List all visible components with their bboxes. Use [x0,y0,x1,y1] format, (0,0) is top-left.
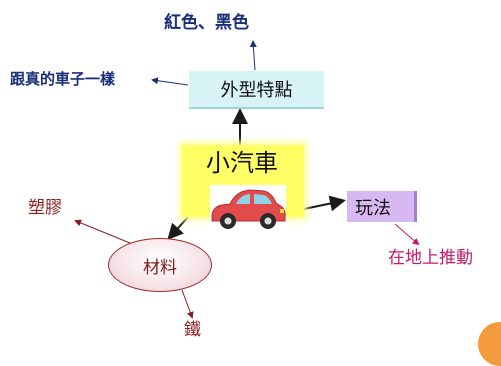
arrow-center-to-play [303,195,346,212]
material-node: 材料 [108,238,212,292]
material-node-label: 材料 [143,257,177,278]
play-node-label: 玩法 [355,197,391,219]
play-node: 玩法 [347,191,417,222]
appearance-node: 外型特點 [189,71,324,109]
arrow-material-to-iron [181,289,194,319]
appearance-realistic-label: 跟真的車子一樣 [10,70,116,88]
material-plastic-label: 塑膠 [28,198,62,218]
arrow-appearance-to-top [249,40,257,71]
arrow-material-to-plastic [74,219,131,244]
material-iron-label: 鐵 [184,320,201,340]
arrow-center-to-material [167,216,189,240]
arrow-appearance-to-left [151,77,189,86]
appearance-node-label: 外型特點 [220,80,293,101]
center-node-label: 小汽車 [206,149,278,177]
arrow-play-to-detail [394,223,420,246]
toy-car-icon [206,181,290,233]
play-detail-label: 在地上推動 [388,248,473,268]
mind-map: 紅色、黑色 跟真的車子一樣 外型特點 小汽車 玩法 在地上推動 材料 塑膠 鐵 [10,13,501,366]
appearance-color-label: 紅色、黑色 [164,13,249,33]
connector-lines [74,40,420,319]
